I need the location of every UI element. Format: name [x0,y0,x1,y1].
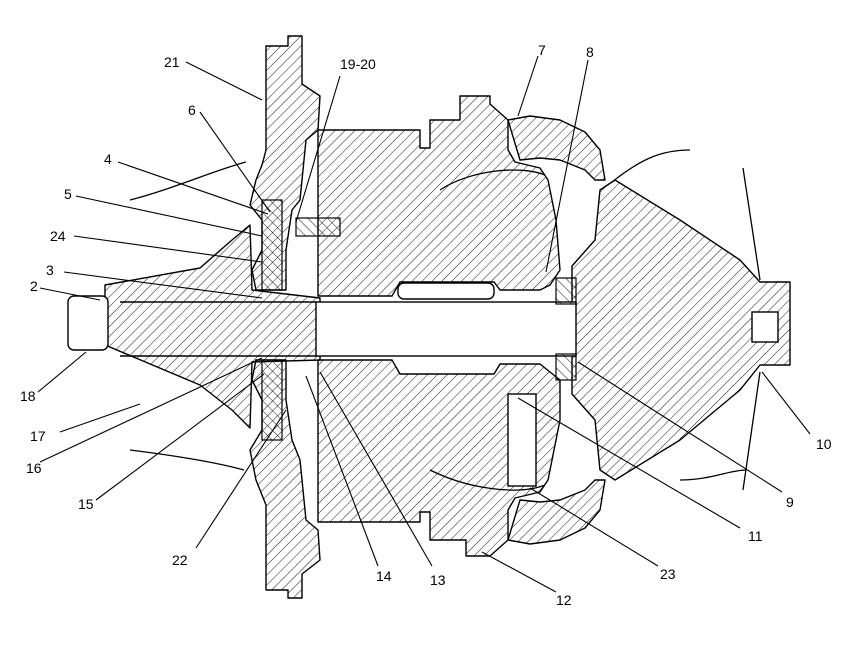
bolt [295,217,341,237]
shaft-collar [397,282,495,300]
shaft [315,301,577,357]
callout-16: 16 [26,460,42,476]
leader-18 [37,351,87,393]
callout-9: 9 [786,494,794,510]
turbine-housing-lower [507,479,606,545]
leader-9 [577,361,783,493]
thrust-collar-upper [261,199,283,291]
leader-15 [95,373,265,501]
compressor-back-plate [249,35,321,291]
turbine-housing-upper [507,115,606,181]
leader-19-20 [295,75,341,223]
turbine-volute-outline [611,149,691,183]
leader-5 [75,195,263,237]
callout-5: 5 [64,186,72,202]
leader-12 [481,551,557,593]
leader-2 [39,287,101,301]
callout-10: 10 [816,436,832,452]
callout-6: 6 [188,102,196,118]
callout-15: 15 [78,496,94,512]
leader-11 [517,397,741,529]
leader-16 [39,357,263,463]
leader-13 [319,371,433,567]
callout-4: 4 [104,151,112,167]
bearing-housing-lower [317,359,561,557]
leader-6 [199,111,271,213]
compressor-back-plate-lower [249,359,321,599]
turbine-end-nut [751,311,779,343]
leader-10 [761,371,811,435]
leader-4 [117,161,269,215]
compressor-nut [67,295,109,351]
callout-23: 23 [660,566,676,582]
callout-21: 21 [164,54,180,70]
thrust-collar-lower [261,359,283,441]
leader-21 [185,61,263,101]
leader-24 [73,235,263,263]
callout-3: 3 [46,262,54,278]
compressor-volute-outline [129,161,247,201]
callout-12: 12 [556,592,572,608]
leader-22 [195,409,287,549]
callout-8: 8 [586,44,594,60]
callout-2: 2 [30,278,38,294]
leader-23 [529,487,659,567]
callout-24: 24 [50,228,66,244]
seal-ring-upper [555,277,577,305]
leader-14 [305,375,379,567]
callout-7: 7 [538,42,546,58]
oil-port-plug [507,393,537,487]
bearing-housing-upper [317,95,561,297]
leader-3 [63,271,263,299]
callout-22: 22 [172,552,188,568]
callout-11: 11 [748,528,763,544]
leader-7 [517,55,539,117]
leader-8 [545,59,589,273]
seal-ring-lower [555,353,577,381]
callout-18: 18 [20,388,36,404]
turbine-wheel [571,179,791,481]
leader-17 [59,403,141,433]
callout-14: 14 [376,568,392,584]
callout-17: 17 [30,428,46,444]
callout-13: 13 [430,572,446,588]
callout-19-20: 19-20 [340,56,376,72]
